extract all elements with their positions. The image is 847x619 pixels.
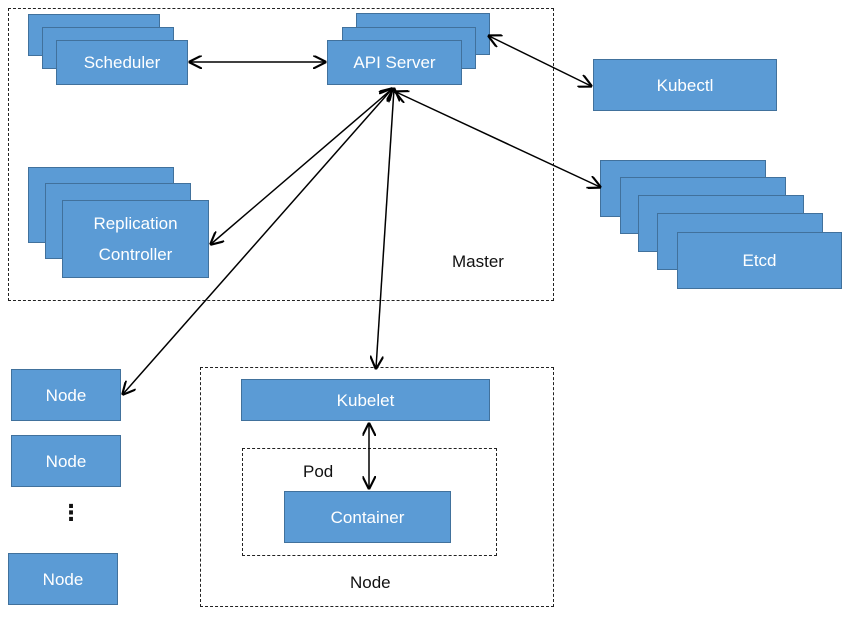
arrow-api-server-kubelet <box>376 89 394 368</box>
arrow-api-server-kubectl <box>489 36 591 86</box>
kubectl-box[interactable]: Kubectl <box>593 59 777 111</box>
node-box-1[interactable]: Node <box>11 369 121 421</box>
node-box-3[interactable]: Node <box>8 553 118 605</box>
arrow-api-server-etcd <box>396 92 600 187</box>
scheduler-box[interactable]: Scheduler <box>56 40 188 85</box>
arrow-api-server-node <box>123 89 392 394</box>
pod-label: Pod <box>303 462 334 481</box>
api-server-box[interactable]: API Server <box>327 40 462 85</box>
etcd-box[interactable]: Etcd <box>677 232 842 289</box>
container-box[interactable]: Container <box>284 491 451 543</box>
node-list-ellipsis: ⋮ <box>60 500 82 525</box>
node-box-2[interactable]: Node <box>11 435 121 487</box>
node-frame-label: Node <box>350 573 391 592</box>
arrow-api-server-replication-controller <box>211 89 392 244</box>
master-label: Master <box>452 252 504 271</box>
